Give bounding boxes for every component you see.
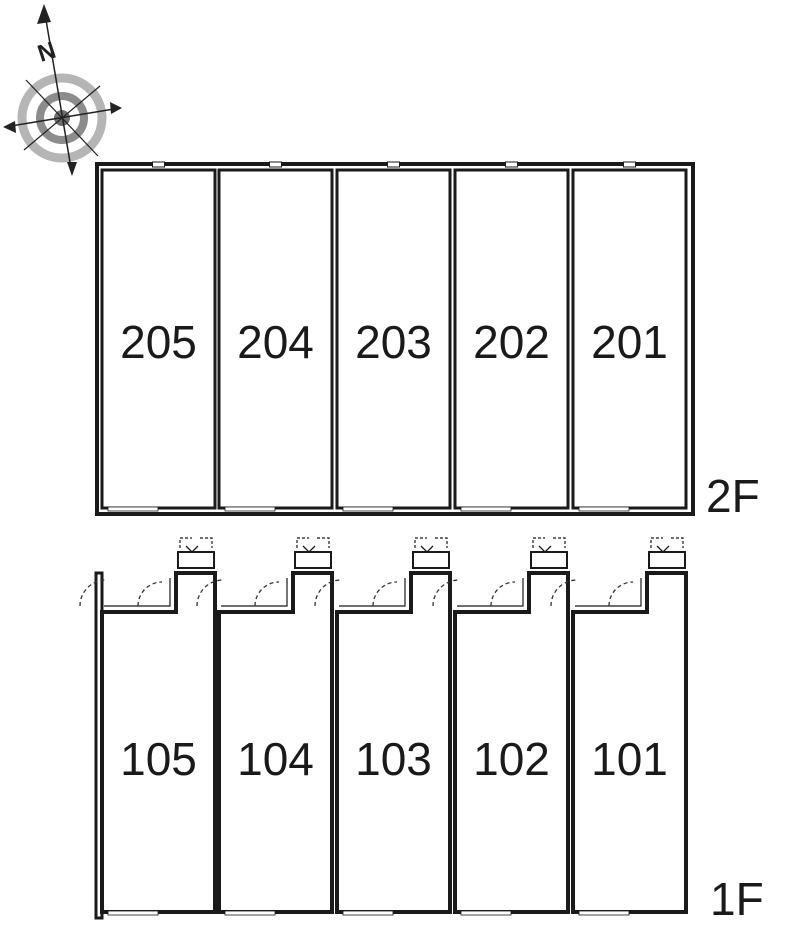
balcony-icon <box>530 551 568 569</box>
window-icon <box>342 910 394 916</box>
balcony-icon <box>294 551 332 569</box>
unit-label-204: 204 <box>237 316 314 368</box>
unit-label-105: 105 <box>120 733 197 785</box>
unit-201: 201 <box>571 161 688 512</box>
unit-203: 203 <box>335 161 452 512</box>
balcony-icon <box>177 551 215 569</box>
window-icon <box>107 910 159 916</box>
door-swing-icon <box>254 581 280 607</box>
window-icon <box>224 506 276 512</box>
door-swing-icon <box>79 579 107 607</box>
floor-2f: 205 204 203 202 201 2F <box>95 161 760 522</box>
unit-205: 205 <box>100 161 217 512</box>
window-icon <box>387 161 400 168</box>
unit-label-102: 102 <box>473 733 550 785</box>
unit-label-202: 202 <box>473 316 550 368</box>
compass-icon: N <box>3 4 122 176</box>
balcony-icon <box>648 551 686 569</box>
window-icon <box>107 506 159 512</box>
unit-101: 101 <box>550 537 688 916</box>
door-swing-icon <box>314 579 342 607</box>
window-icon <box>578 910 630 916</box>
window-icon <box>623 161 636 168</box>
compass-north-label: N <box>34 37 59 68</box>
floor-label-2f: 2F <box>706 470 760 522</box>
window-icon <box>269 161 282 168</box>
unit-105: 105 <box>79 537 217 916</box>
window-icon <box>578 506 630 512</box>
floor-label-1f: 1F <box>710 873 764 925</box>
door-swing-icon <box>196 579 224 607</box>
floor-1f: 105 104 103 102 101 1F <box>79 537 764 925</box>
door-swing-icon <box>490 581 516 607</box>
window-icon <box>460 910 512 916</box>
window-icon <box>505 161 518 168</box>
unit-204: 204 <box>217 161 334 512</box>
unit-104: 104 <box>196 537 334 916</box>
unit-202: 202 <box>453 161 570 512</box>
unit-103: 103 <box>314 537 452 916</box>
door-swing-icon <box>137 581 163 607</box>
window-icon <box>460 506 512 512</box>
unit-label-103: 103 <box>355 733 432 785</box>
unit-label-101: 101 <box>591 733 668 785</box>
door-swing-icon <box>608 581 634 607</box>
door-swing-icon <box>550 579 578 607</box>
unit-102: 102 <box>432 537 570 916</box>
unit-label-201: 201 <box>591 316 668 368</box>
window-icon <box>152 161 165 168</box>
window-icon <box>224 910 276 916</box>
balcony-icon <box>412 551 450 569</box>
window-icon <box>342 506 394 512</box>
door-swing-icon <box>372 581 398 607</box>
unit-label-104: 104 <box>237 733 314 785</box>
door-swing-icon <box>432 579 460 607</box>
unit-label-203: 203 <box>355 316 432 368</box>
unit-label-205: 205 <box>120 316 197 368</box>
